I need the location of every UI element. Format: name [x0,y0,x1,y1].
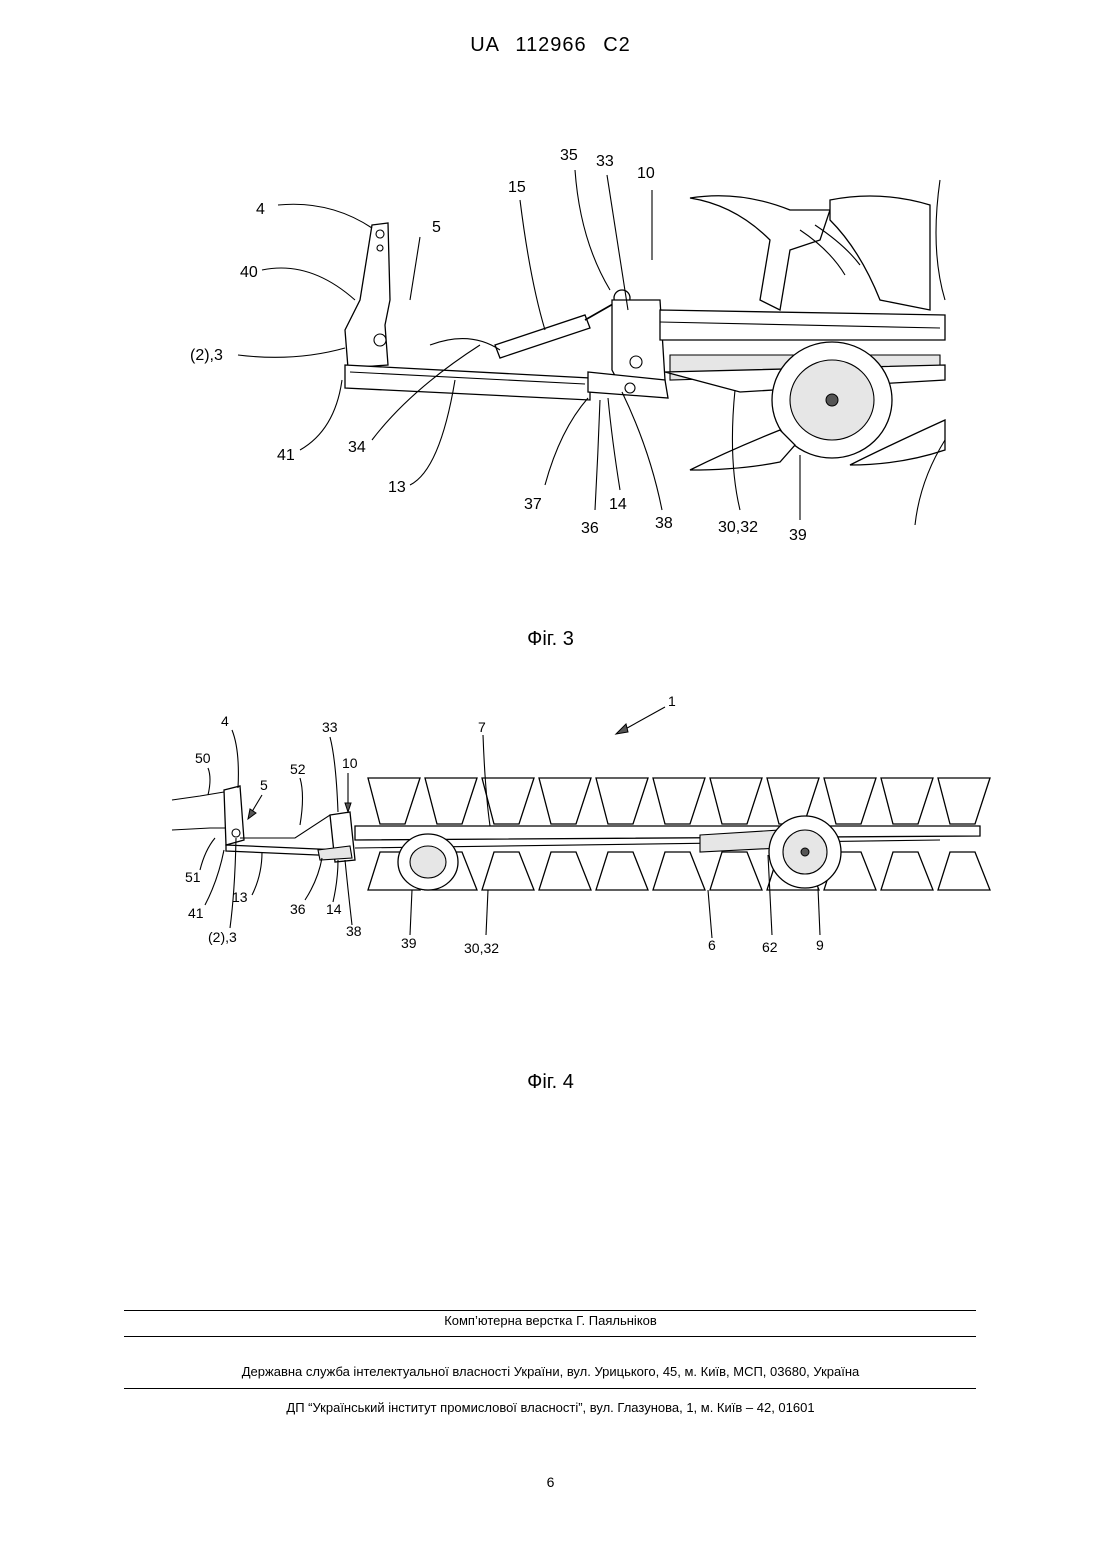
figure-3-caption: Фіг. 3 [0,628,1101,651]
fig4-label-38: 38 [346,923,362,939]
figure-4-drawing: 1 4 50 5 33 10 52 7 51 41 (2),3 13 36 14… [0,690,1101,970]
fig3-label-40: 40 [240,264,258,281]
fig3-label-39: 39 [789,527,807,544]
fig3-label-36: 36 [581,520,599,537]
fig3-label-35: 35 [560,147,578,164]
fig3-label-33: 33 [596,153,614,170]
plough-body-lower [690,430,795,470]
fig4-label-30-32: 30,32 [464,940,499,956]
footer-institute-address: ДП “Український інститут промислової вла… [0,1400,1101,1415]
footer-rule-bottom [124,1388,976,1389]
fig3-label-10: 10 [637,165,655,182]
fig3-label-30-32: 30,32 [718,519,758,536]
fig4-label-51: 51 [185,869,201,885]
fig3-label-14: 14 [609,496,627,513]
fig4-label-36: 36 [290,901,306,917]
fig4-label-1: 1 [668,693,676,709]
footer-rule-top [124,1310,976,1311]
fig3-label-15: 15 [508,179,526,196]
fig4-frame [355,826,980,840]
fig3-label-5: 5 [432,219,441,236]
footer-rule-middle [124,1336,976,1337]
figure-4-caption: Фіг. 4 [0,1071,1101,1094]
page-number: 6 [0,1474,1101,1490]
footer-office-address: Державна служба інтелектуальної власност… [0,1364,1101,1379]
fig4-label-62: 62 [762,939,778,955]
fig4-label-4: 4 [221,713,229,729]
fig4-label-39: 39 [401,935,417,951]
fig4-label-6: 6 [708,937,716,953]
document-id: UA 112966 C2 [0,34,1101,57]
fig4-label-9: 9 [816,937,824,953]
fig3-label-13: 13 [388,479,406,496]
fig4-label-50: 50 [195,750,211,766]
fig4-lower-plough-bodies [368,852,990,890]
plough-body-upper [690,196,830,310]
fig4-label-33: 33 [322,719,338,735]
fig3-label-37: 37 [524,496,542,513]
fig3-label-41: 41 [277,447,295,464]
fig4-label-13: 13 [232,889,248,905]
figure-3-drawing: 4 40 5 (2),3 41 34 13 15 35 33 10 37 36 … [0,130,1101,560]
fig4-label-2-3: (2),3 [208,929,237,945]
fig4-label-41: 41 [188,905,204,921]
fig3-label-34: 34 [348,439,366,456]
fig4-label-7: 7 [478,719,486,735]
fig3-label-2-3: (2),3 [190,347,223,364]
fig4-label-52: 52 [290,761,306,777]
fig4-label-5: 5 [260,777,268,793]
fig3-label-4: 4 [256,201,265,218]
footer-typesetter: Комп’ютерна верстка Г. Паяльніков [0,1313,1101,1328]
fig4-upper-plough-bodies [368,778,990,824]
fig4-label-10: 10 [342,755,358,771]
fig4-label-14: 14 [326,901,342,917]
hitch-bracket [345,223,390,368]
fig3-label-38: 38 [655,515,673,532]
